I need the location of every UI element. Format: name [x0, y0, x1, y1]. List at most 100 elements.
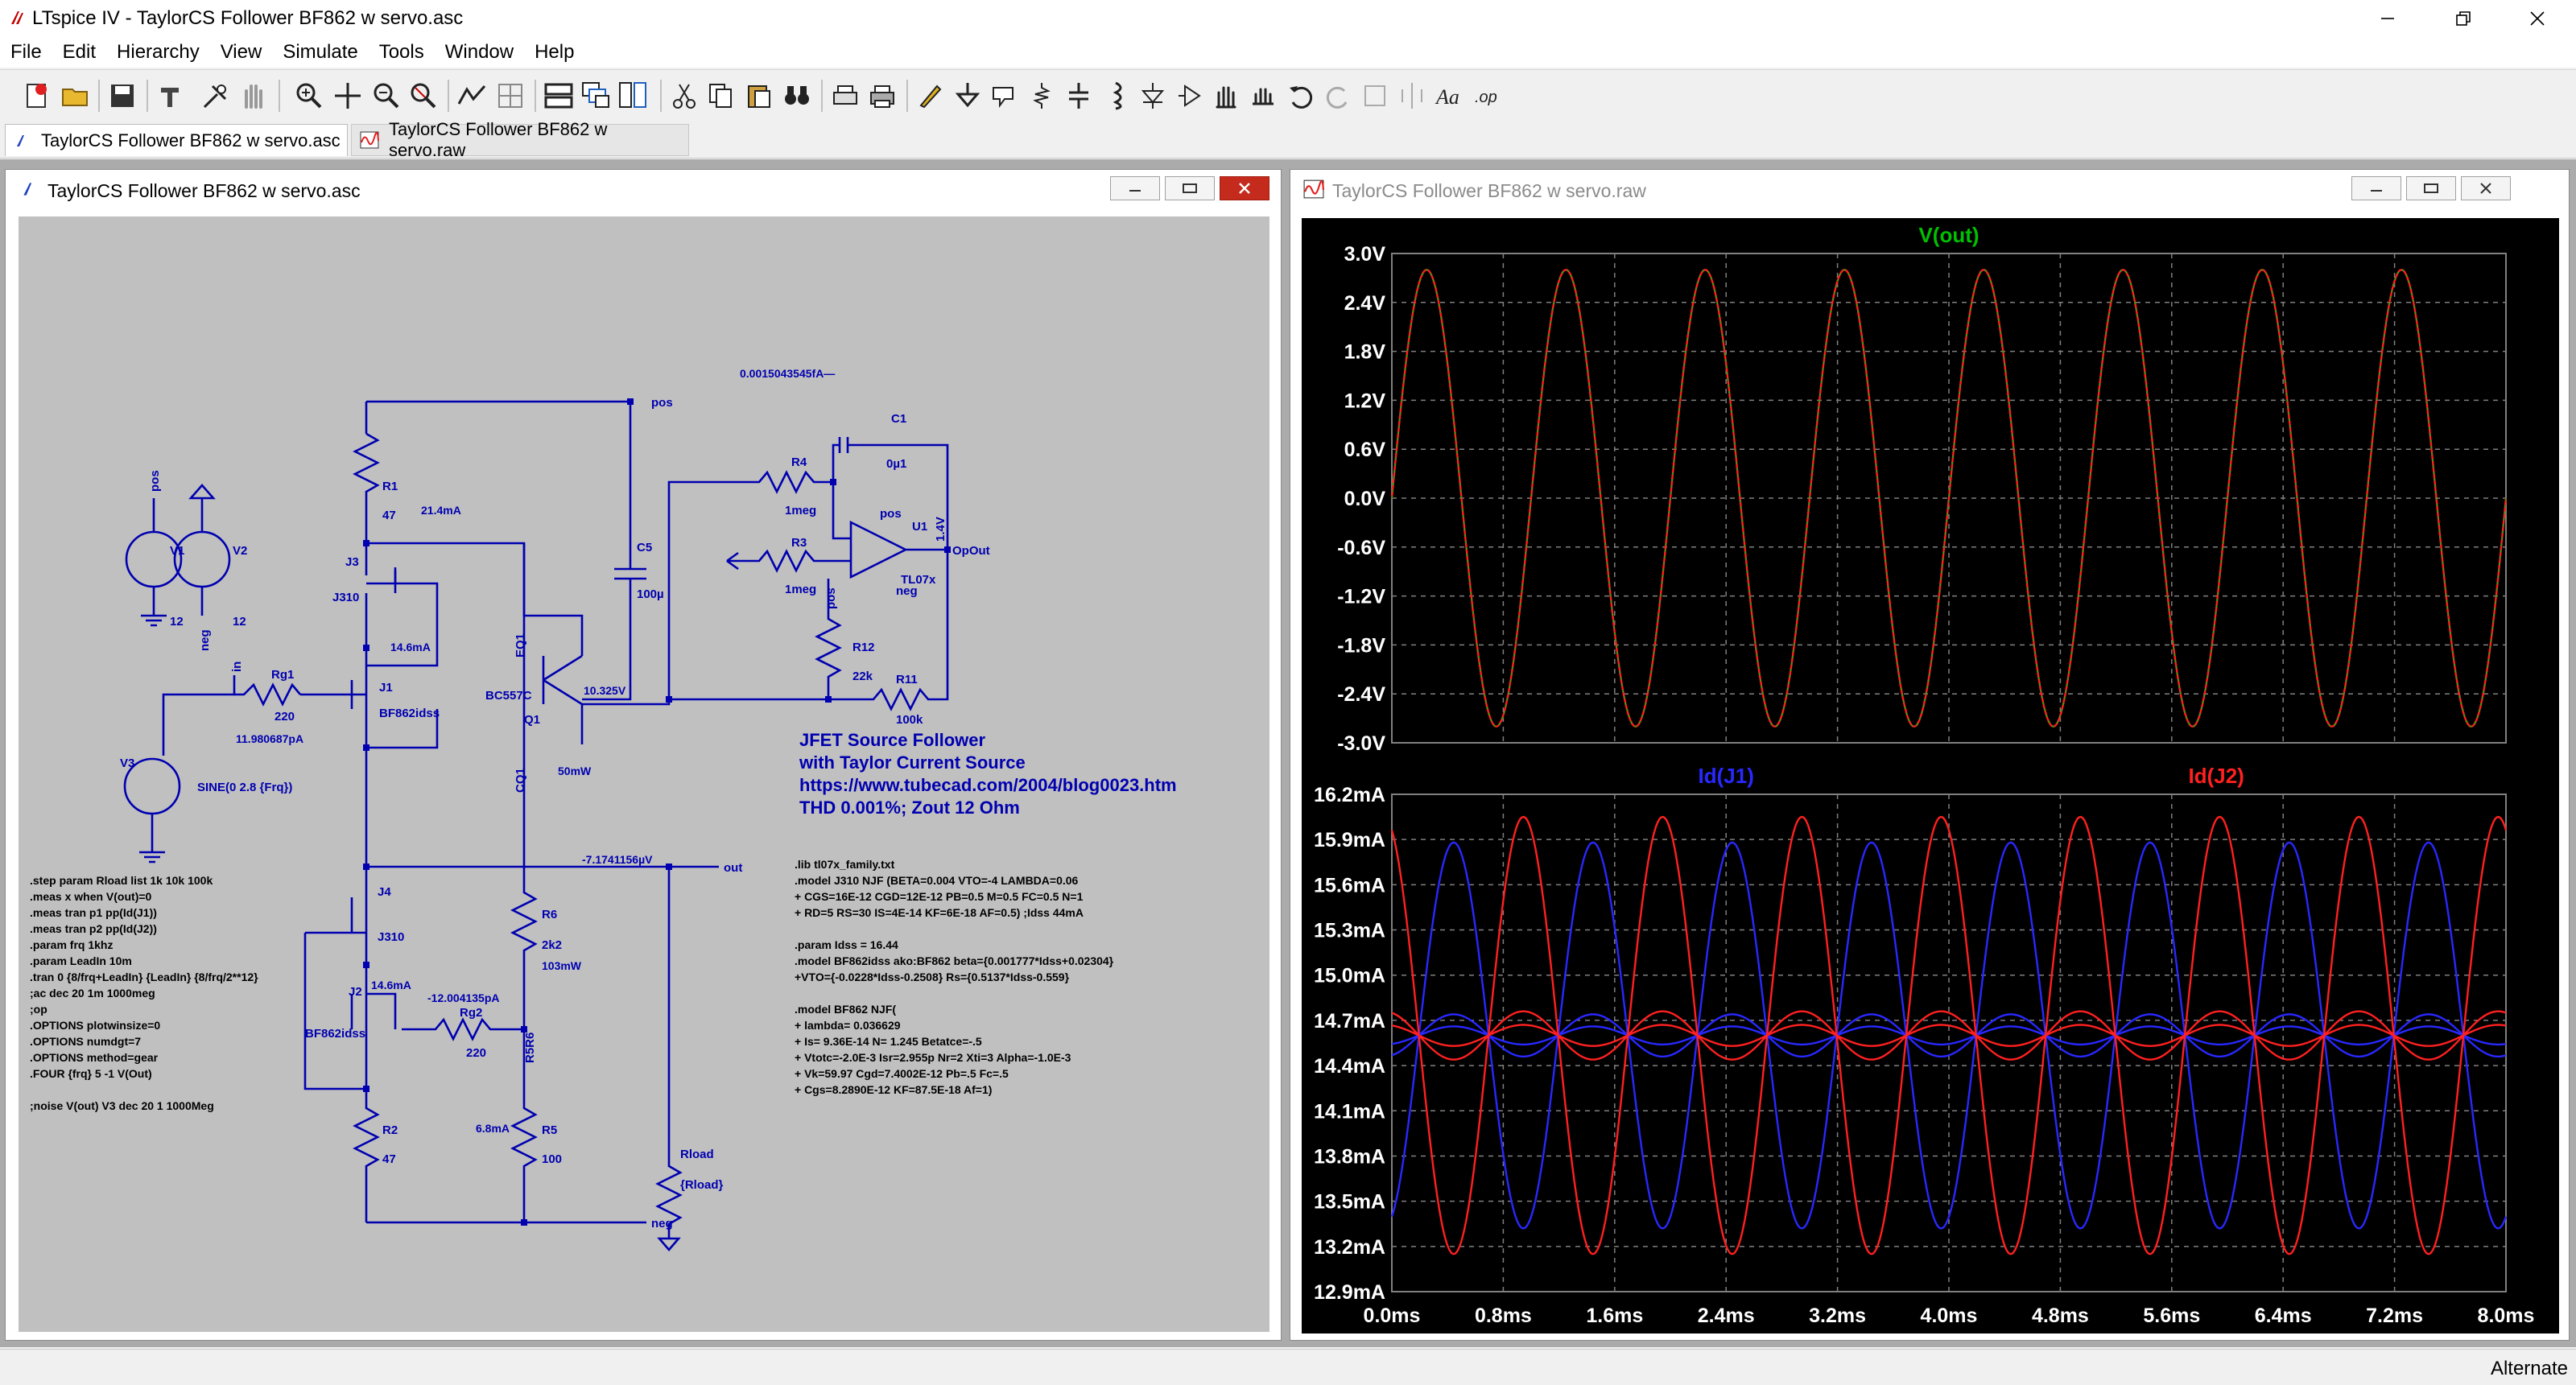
menu-view[interactable]: View	[220, 41, 262, 63]
run-simulation-icon[interactable]	[200, 80, 232, 112]
waveform-minimize-button[interactable]	[2351, 176, 2401, 200]
diode-icon[interactable]	[1137, 80, 1169, 112]
copy-icon[interactable]	[705, 80, 737, 112]
pan-icon[interactable]	[332, 80, 364, 112]
directive-line: .meas x when V(out)=0	[30, 890, 152, 903]
capacitor-icon[interactable]	[1063, 80, 1095, 112]
find-binoculars-icon[interactable]	[781, 80, 813, 112]
menu-tools[interactable]: Tools	[378, 41, 424, 63]
cut-scissors-icon[interactable]	[668, 80, 700, 112]
tab-waveform[interactable]: TaylorCS Follower BF862 w servo.raw	[351, 119, 689, 160]
print-setup-icon[interactable]	[829, 80, 861, 112]
x-tick-label: 8.0ms	[2478, 1305, 2535, 1327]
toolbar-separator	[448, 80, 449, 112]
minimize-button[interactable]	[2351, 0, 2425, 37]
undo-icon[interactable]	[1285, 80, 1317, 112]
schematic-restore-button[interactable]	[1165, 176, 1215, 200]
directive-line: .OPTIONS method=gear	[30, 1051, 159, 1064]
directive-line: .OPTIONS plotwinsize=0	[30, 1019, 160, 1032]
schematic-canvas[interactable]: pos out neg OpOut pos neg pos pos neg in…	[19, 216, 1269, 1332]
circuit-note: JFET Source Follower with Taylor Current…	[799, 730, 1177, 818]
resistor-icon[interactable]	[1026, 80, 1058, 112]
op-annotation: 50mW	[558, 765, 592, 777]
grid-icon[interactable]	[494, 80, 526, 112]
cascade-icon[interactable]	[580, 80, 612, 112]
mirror-icon[interactable]	[1396, 80, 1428, 112]
waveform-restore-button[interactable]	[2406, 176, 2456, 200]
directive-line: +VTO={-0.0228*Idss-0.2508} Rs={0.5137*Id…	[795, 971, 1070, 983]
y-tick-label: 1.8V	[1344, 341, 1386, 364]
restore-button[interactable]	[2426, 0, 2500, 37]
spice-directives-right[interactable]: .lib tl07x_family.txt .model J310 NJF (B…	[795, 858, 1114, 1096]
y-tick-label: 2.4V	[1344, 292, 1386, 315]
drag-hand-icon[interactable]	[1248, 80, 1280, 112]
text-icon[interactable]: Aa	[1433, 80, 1465, 112]
ground-icon[interactable]	[952, 80, 984, 112]
waveform-close-button[interactable]	[2461, 176, 2511, 200]
schematic-close-button[interactable]	[1220, 176, 1269, 200]
schematic-minimize-button[interactable]	[1110, 176, 1160, 200]
menu-file[interactable]: File	[10, 41, 42, 63]
tab-schematic[interactable]: TaylorCS Follower BF862 w servo.asc	[5, 124, 348, 156]
directive-line: + Cgs=8.2890E-12 KF=87.5E-18 Af=1)	[795, 1083, 992, 1096]
ref-rload: Rload	[680, 1148, 714, 1161]
op-annotation: 0.0015043545fA—	[740, 367, 835, 380]
ref-rg2: Rg2	[460, 1006, 482, 1020]
save-icon[interactable]	[106, 80, 138, 112]
control-panel-hammer-icon[interactable]	[155, 80, 187, 112]
menu-hierarchy[interactable]: Hierarchy	[117, 41, 200, 63]
svg-text:.op: .op	[1475, 89, 1497, 106]
menu-window[interactable]: Window	[444, 41, 514, 63]
close-button[interactable]	[2500, 0, 2574, 37]
plot-pane-vout[interactable]: 3.0V2.4V1.8V1.2V0.6V0.0V-0.6V-1.2V-1.8V-…	[1337, 223, 2508, 755]
zoom-fit-icon[interactable]	[407, 80, 440, 112]
net-label-pos-u1: pos	[880, 507, 902, 521]
x-tick-label: 0.0ms	[1364, 1305, 1421, 1327]
rotate-icon[interactable]	[1359, 80, 1391, 112]
menu-bar: File Edit Hierarchy View Simulate Tools …	[0, 37, 2576, 68]
op-annotation: 103mW	[542, 959, 582, 972]
net-label-icon[interactable]	[989, 80, 1021, 112]
x-tick-label: 3.2ms	[1809, 1305, 1866, 1327]
spice-directive-icon[interactable]: .op	[1470, 80, 1502, 112]
net-label-out: out	[724, 861, 742, 875]
ref-r5r6: R5R6	[523, 1033, 537, 1063]
component-icon[interactable]	[1174, 80, 1206, 112]
zoom-in-icon[interactable]	[293, 80, 325, 112]
waveform-window-titlebar[interactable]: TaylorCS Follower BF862 w servo.raw	[1290, 170, 2569, 207]
halt-hand-icon[interactable]	[238, 80, 270, 112]
net-label-neg-u1: neg	[896, 584, 918, 598]
menu-edit[interactable]: Edit	[62, 41, 97, 63]
trace-title-idj2[interactable]: Id(J2)	[2188, 764, 2244, 788]
paste-icon[interactable]	[742, 80, 774, 112]
autorange-icon[interactable]	[456, 80, 488, 112]
y-tick-label: 0.6V	[1344, 439, 1386, 461]
ref-r4: R4	[791, 455, 807, 469]
new-schematic-icon[interactable]	[21, 80, 53, 112]
inductor-icon[interactable]	[1100, 80, 1132, 112]
spice-directives-left[interactable]: .step param Rload list 1k 10k 100k .meas…	[30, 874, 258, 1112]
restore-icon	[1183, 183, 1197, 193]
y-tick-label: 16.2mA	[1314, 784, 1385, 806]
redo-icon[interactable]	[1322, 80, 1354, 112]
directive-line: + Vtotc=-2.0E-3 Isr=2.955p Nr=2 Xti=3 Al…	[795, 1051, 1071, 1064]
waveform-plot-area[interactable]: 3.0V2.4V1.8V1.2V0.6V0.0V-0.6V-1.2V-1.8V-…	[1302, 218, 2559, 1333]
schematic-window-titlebar[interactable]: TaylorCS Follower BF862 w servo.asc	[6, 170, 1281, 207]
print-icon[interactable]	[866, 80, 898, 112]
move-hand-icon[interactable]	[1211, 80, 1243, 112]
draw-wire-pencil-icon[interactable]	[914, 80, 947, 112]
menu-simulate[interactable]: Simulate	[283, 41, 358, 63]
window-titlebar: LTspice IV - TaylorCS Follower BF862 w s…	[0, 0, 2576, 37]
waveform-window: TaylorCS Follower BF862 w servo.raw 3.0V…	[1290, 169, 2570, 1341]
zoom-out-icon[interactable]	[370, 80, 402, 112]
plot-pane-currents[interactable]: 16.2mA15.9mA15.6mA15.3mA15.0mA14.7mA14.4…	[1314, 764, 2534, 1327]
tile-vertical-icon[interactable]	[617, 80, 649, 112]
directive-line: + CGS=16E-12 CGD=12E-12 PB=0.5 M=0.5 FC=…	[795, 890, 1084, 903]
open-folder-icon[interactable]	[60, 80, 92, 112]
schematic-wires	[123, 400, 949, 1251]
y-tick-label: -3.0V	[1337, 732, 1385, 755]
trace-title-idj1[interactable]: Id(J1)	[1699, 764, 1754, 788]
trace-title-vout[interactable]: V(out)	[1918, 223, 1979, 247]
menu-help[interactable]: Help	[535, 41, 575, 63]
tile-horizontal-icon[interactable]	[543, 80, 575, 112]
